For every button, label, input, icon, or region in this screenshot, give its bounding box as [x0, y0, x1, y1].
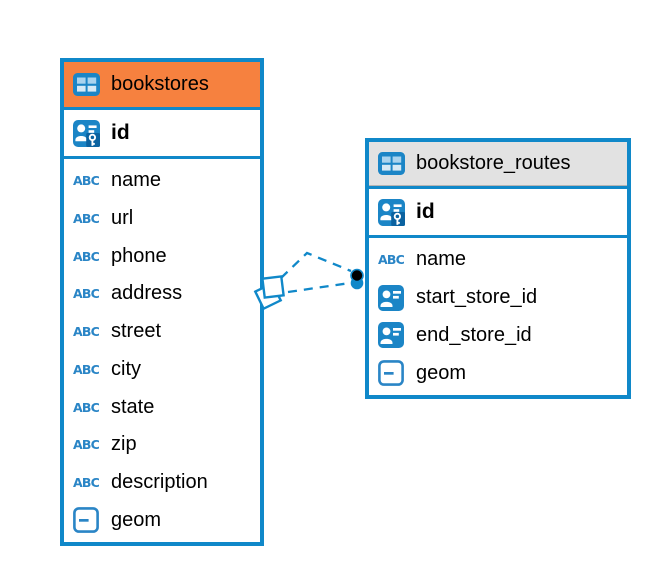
column-row-id[interactable]: id [369, 189, 627, 235]
table-title: bookstores [111, 73, 209, 95]
id-divider [369, 235, 627, 238]
column-label: url [111, 207, 134, 230]
relationship-line[interactable] [280, 251, 352, 279]
column-label: address [111, 282, 183, 305]
table-bookstore-routes-header[interactable]: bookstore_routes [369, 142, 627, 186]
table-icon [73, 73, 102, 96]
column-row-id[interactable]: id [64, 110, 260, 156]
text-type-icon: ABC [73, 474, 100, 490]
column-list: ABC name start_store_id end_store_id ge [369, 238, 627, 395]
table-bookstore-routes[interactable]: bookstore_routes id ABC name start_store… [365, 138, 631, 399]
table-icon [378, 152, 407, 175]
column-row[interactable]: ABC zip [64, 426, 260, 464]
column-label: description [111, 470, 208, 493]
text-type-icon: ABC [73, 399, 100, 415]
text-type-icon: ABC [73, 324, 100, 340]
column-label: geom [416, 361, 467, 384]
text-type-icon: ABC [73, 286, 100, 302]
column-row[interactable]: ABC name [64, 162, 260, 200]
column-row[interactable]: ABC phone [64, 237, 260, 275]
header-divider [369, 186, 627, 189]
relationship-line[interactable] [287, 281, 351, 294]
column-row[interactable]: ABC description [64, 464, 260, 502]
column-label: start_store_id [416, 286, 538, 309]
column-label: state [111, 395, 155, 418]
column-label: id [111, 121, 130, 144]
geometry-icon [378, 360, 407, 387]
column-label: street [111, 320, 162, 343]
relationship-dot-marker[interactable] [350, 276, 364, 290]
column-row[interactable]: end_store_id [369, 317, 627, 355]
column-label: phone [111, 244, 167, 267]
column-row[interactable]: geom [64, 501, 260, 539]
foreign-key-icon [378, 284, 407, 311]
column-row[interactable]: ABC street [64, 313, 260, 351]
column-label: name [111, 169, 162, 192]
id-divider [64, 156, 260, 159]
geometry-icon [73, 507, 102, 534]
text-type-icon: ABC [73, 173, 100, 189]
text-type-icon: ABC [73, 361, 100, 377]
relationship-dot-marker[interactable] [350, 268, 364, 283]
text-type-icon: ABC [378, 252, 405, 268]
foreign-key-icon [378, 322, 407, 349]
column-row[interactable]: geom [369, 354, 627, 392]
text-type-icon: ABC [73, 211, 100, 227]
relationship-diamond-marker[interactable] [261, 275, 285, 299]
column-row[interactable]: ABC address [64, 275, 260, 313]
text-type-icon: ABC [73, 437, 100, 453]
column-row[interactable]: ABC url [64, 200, 260, 238]
column-label: name [416, 248, 467, 271]
column-row[interactable]: ABC state [64, 388, 260, 426]
column-row[interactable]: ABC city [64, 351, 260, 389]
column-label: end_store_id [416, 323, 532, 346]
table-bookstores-header[interactable]: bookstores [64, 62, 260, 107]
primary-key-icon [73, 119, 102, 147]
column-row[interactable]: ABC name [369, 241, 627, 279]
primary-key-icon [378, 198, 407, 226]
column-label: city [111, 357, 141, 380]
text-type-icon: ABC [73, 248, 100, 264]
header-divider [64, 107, 260, 110]
table-title: bookstore_routes [416, 152, 571, 174]
table-bookstores[interactable]: bookstores id ABC name ABC url ABC phone [60, 58, 264, 546]
column-label: geom [111, 508, 162, 531]
column-label: zip [111, 433, 137, 456]
column-label: id [416, 200, 435, 223]
column-row[interactable]: start_store_id [369, 279, 627, 317]
column-list: ABC name ABC url ABC phone ABC address A… [64, 159, 260, 542]
